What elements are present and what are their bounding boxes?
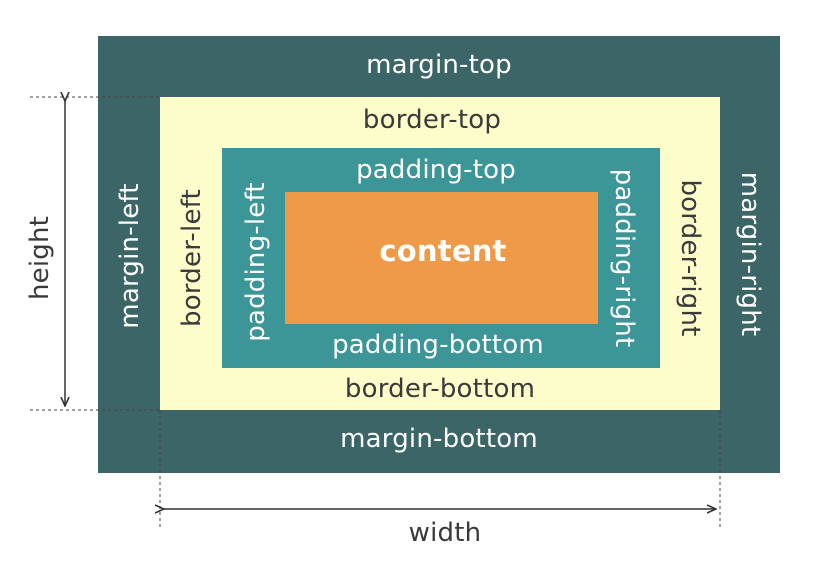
border-left-label: border-left	[177, 189, 207, 327]
width-label: width	[408, 518, 482, 548]
border-right-label: border-right	[675, 179, 705, 337]
content-area	[285, 192, 598, 324]
padding-left-label: padding-left	[241, 182, 271, 342]
margin-left-label: margin-left	[115, 183, 145, 329]
margin-bottom-label: margin-bottom	[340, 424, 538, 454]
height-label: height	[25, 215, 55, 301]
margin-right-label: margin-right	[735, 171, 765, 337]
padding-bottom-label: padding-bottom	[332, 330, 544, 360]
border-top-label: border-top	[362, 105, 502, 135]
margin-top-label: margin-top	[366, 50, 512, 80]
padding-top-label: padding-top	[356, 155, 516, 185]
content-label: content	[379, 234, 507, 268]
border-bottom-label: border-bottom	[344, 374, 536, 404]
padding-right-label: padding-right	[609, 168, 639, 348]
